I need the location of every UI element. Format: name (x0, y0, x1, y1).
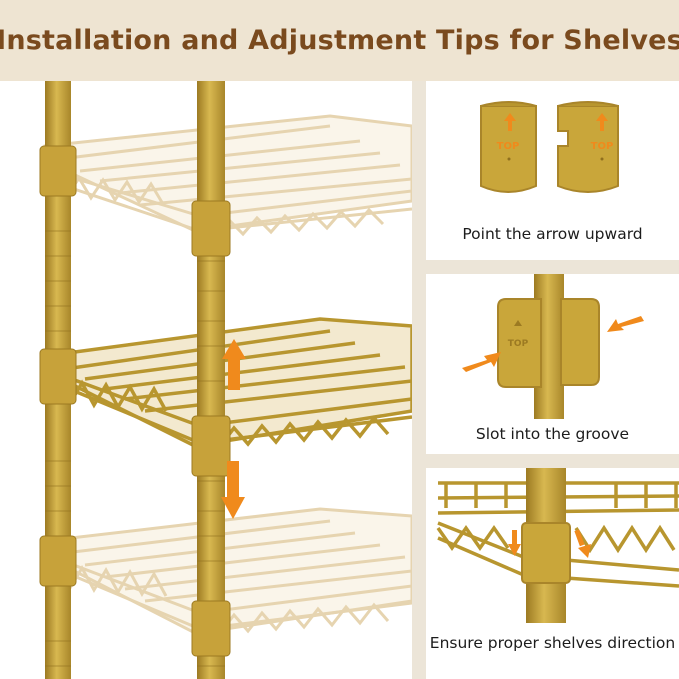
arrow-right-icon (462, 352, 501, 372)
divider (426, 260, 679, 274)
arrow-down-icon (221, 461, 245, 519)
arrow-up-icon (222, 339, 246, 390)
arrow-up-icon (504, 113, 516, 131)
top-shelf (43, 114, 412, 237)
main-shelf-photo (0, 81, 412, 679)
svg-text:TOP: TOP (508, 339, 529, 349)
tip-panel-shelf-direction: Ensure proper shelves direction (426, 468, 679, 679)
sleeve-right: TOP (557, 101, 619, 193)
divider (426, 454, 679, 468)
tip-panel-arrow-upward: TOP TOP Point the arrow upward (426, 81, 679, 260)
arrow-down-icon (574, 529, 591, 558)
header-banner: Installation and Adjustment Tips for She… (0, 0, 679, 81)
right-pole (197, 81, 225, 679)
tip-panel-slot-groove: TOP Slot into the groove (426, 274, 679, 454)
caption-arrow-upward: Point the arrow upward (462, 225, 643, 243)
arrow-left-icon (607, 316, 644, 332)
page-title: Installation and Adjustment Tips for She… (0, 25, 679, 56)
caption-shelf-direction: Ensure proper shelves direction (429, 634, 676, 652)
arrow-down-icon (508, 530, 521, 556)
sleeve-halves: TOP (497, 298, 600, 388)
svg-text:TOP: TOP (497, 141, 520, 152)
caption-slot-groove: Slot into the groove (475, 425, 630, 443)
sleeve-left: TOP (480, 101, 537, 193)
arrow-up-icon (596, 113, 608, 131)
svg-text:TOP: TOP (591, 141, 614, 152)
